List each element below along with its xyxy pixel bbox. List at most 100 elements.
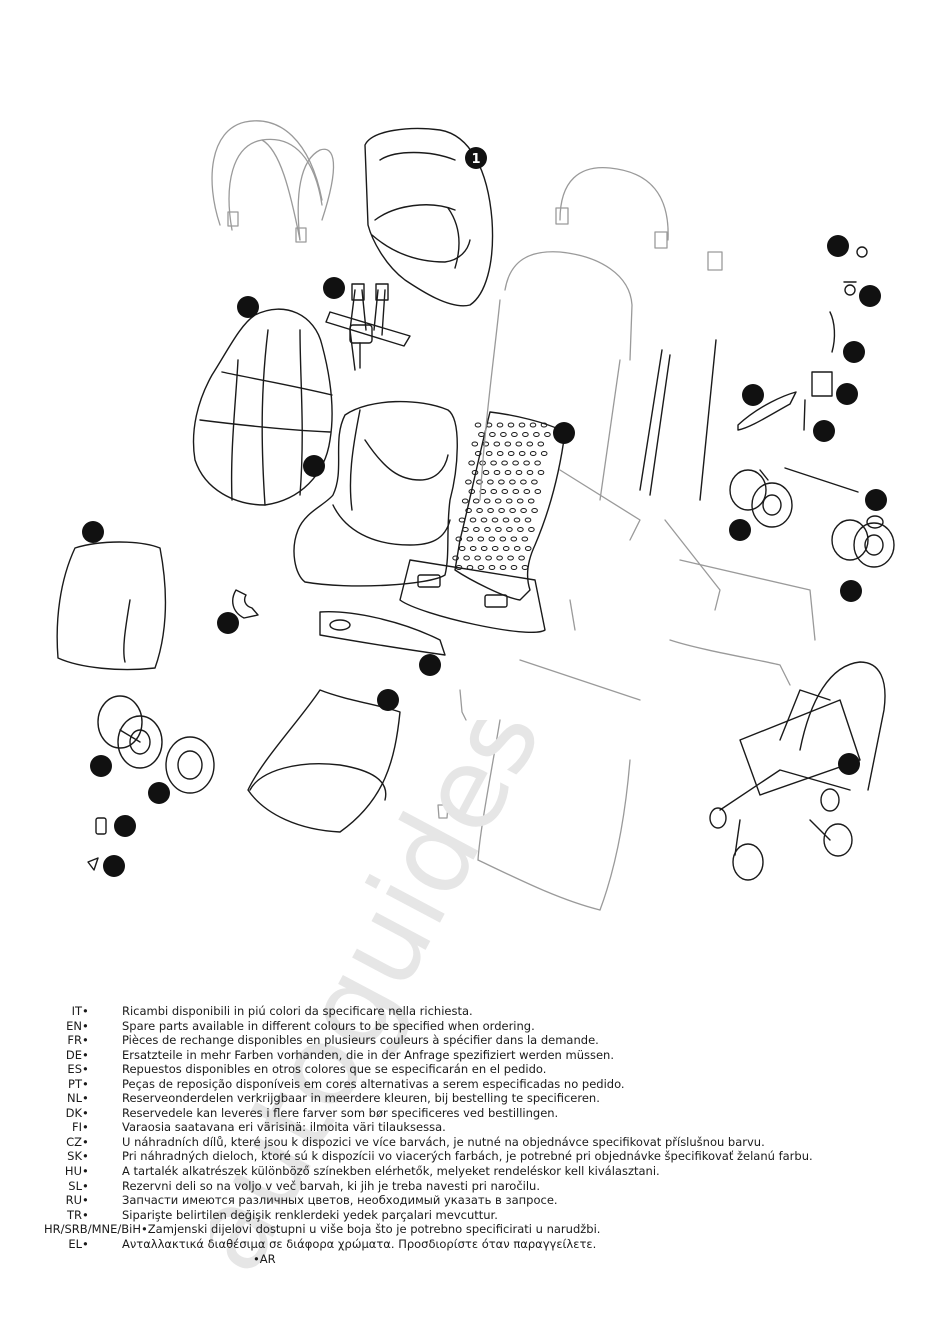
legend-row: HR/SRB/MNE/BiH•Zamjenski dijelovi dostup… <box>40 1222 930 1237</box>
legend-row: CZ•U náhradních dílů, které jsou k dispo… <box>40 1135 930 1150</box>
perforation-dot <box>517 527 524 532</box>
perforation-dot <box>521 536 529 542</box>
handle-frame-part <box>477 166 816 911</box>
perforation-dot <box>468 460 475 466</box>
callout-marker <box>813 420 835 442</box>
perforation-dot <box>512 489 520 494</box>
perforation-dot <box>499 536 507 542</box>
perforation-dot <box>537 441 545 447</box>
stopper-part <box>87 857 99 871</box>
perforation-dot <box>510 536 518 542</box>
harness-part <box>325 283 411 371</box>
perforation-dot <box>471 441 479 447</box>
legend-row: SL•Rezervni deli so na voljo v več barva… <box>40 1179 930 1194</box>
perforation-dot <box>471 470 479 475</box>
legend-bullet: • <box>82 1207 89 1222</box>
callout-marker <box>827 235 849 257</box>
legend-text: Pri náhradných dieloch, ktoré sú k dispo… <box>122 1149 813 1164</box>
legend-text: Siparişte belirtilen değişik renklerdeki… <box>122 1207 498 1222</box>
callout-marker <box>82 521 104 543</box>
perforation-dot <box>474 451 482 456</box>
legend-text: Spare parts available in different colou… <box>122 1018 535 1033</box>
legend-bullet: • <box>82 1134 89 1149</box>
perforation-dot <box>491 546 499 551</box>
callout-marker <box>419 654 441 676</box>
canopy-part <box>364 127 494 307</box>
legend-row: FI•Varaosia saatavana eri värisinä: ilmo… <box>40 1120 930 1135</box>
perforation-dot <box>496 451 504 456</box>
perforation-dot <box>515 441 523 447</box>
legend-language-code: IT <box>71 1004 82 1018</box>
perforation-dot <box>500 432 507 437</box>
perforation-dot <box>524 546 532 551</box>
legend-bullet: • <box>82 1164 89 1179</box>
legend-language-code: ES <box>67 1062 82 1077</box>
perforation-dot <box>488 536 496 542</box>
legend-bullet: • <box>82 1018 89 1033</box>
perforation-dot <box>534 489 542 494</box>
legend-language-code: DK <box>65 1105 82 1120</box>
perforation-dot <box>490 460 497 466</box>
perforation-dot <box>499 565 507 570</box>
legend-language-code: EL <box>68 1236 82 1251</box>
perforation-dot <box>516 498 524 504</box>
legend-row: IT•Ricambi disponibili in piú colori da … <box>40 1004 930 1019</box>
perforation-dot <box>469 517 477 523</box>
perforation-dot <box>524 517 532 523</box>
perforation-dot <box>474 422 482 428</box>
perforation-dot <box>529 422 537 428</box>
legend-text: Varaosia saatavana eri värisinä: ilmoita… <box>122 1120 446 1135</box>
perforation-dot <box>531 508 538 513</box>
legend-text: Ricambi disponibili in piú colori da spe… <box>122 1004 473 1018</box>
perforation-dot <box>507 451 515 456</box>
front-wheel-set-part <box>97 695 163 769</box>
perforation-dot <box>496 555 503 561</box>
legend-bullet: • <box>82 1178 89 1193</box>
legend-language-code: FR <box>67 1033 82 1048</box>
perforation-dot <box>463 555 470 561</box>
callout-marker <box>114 815 136 837</box>
legend-bullet: • <box>82 1120 89 1135</box>
perforation-dot <box>520 508 527 513</box>
basket-part <box>247 689 401 833</box>
perforation-dot <box>501 489 509 494</box>
bumper-bar-part <box>319 611 446 656</box>
legend-bullet: • <box>82 1091 89 1106</box>
perforation-dot <box>509 508 516 513</box>
callout-marker <box>217 612 239 634</box>
callout-marker <box>553 422 575 444</box>
perforation-dot <box>518 422 526 428</box>
seat-liner-part <box>293 400 458 587</box>
ar-line: •AR <box>253 1252 276 1266</box>
legend-bullet: • <box>82 1105 89 1120</box>
perforation-dot <box>466 536 474 542</box>
legend-language-code: SL <box>68 1178 82 1193</box>
perforation-dot <box>518 451 526 456</box>
perforation-dot <box>465 479 472 485</box>
callout-marker <box>836 383 858 405</box>
perforation-dot <box>506 527 513 532</box>
perforation-dot <box>510 565 518 570</box>
perforation-dot <box>534 460 541 466</box>
perforation-dot <box>498 479 505 485</box>
perforation-dot <box>476 479 483 485</box>
callout-marker <box>237 296 259 318</box>
legend-language-code: EN <box>66 1018 82 1033</box>
perforation-dot <box>527 498 535 504</box>
legend-bullet: • <box>140 1222 148 1237</box>
perforation-dot <box>487 508 494 513</box>
stroller-complete-part <box>709 661 886 881</box>
legend-bullet: • <box>82 1076 89 1091</box>
legend-row: EN• Spare parts available in different co… <box>40 1019 930 1034</box>
legend-row: DK•Reservedele kan leveres i flere farve… <box>40 1106 930 1121</box>
legend-text: Запчасти имеются различных цветов, необх… <box>122 1193 558 1208</box>
perforation-dot <box>483 498 491 504</box>
legend-language-code: RU <box>65 1193 82 1208</box>
perforation-dot <box>480 517 488 523</box>
rain-cover-part <box>192 308 333 506</box>
rear-wheel-part <box>165 736 215 794</box>
legend-row: RU•Запчасти имеются различных цветов, не… <box>40 1193 930 1208</box>
perforation-dot <box>458 517 466 523</box>
perforation-dot <box>531 479 538 485</box>
rod-set-part <box>639 311 859 501</box>
